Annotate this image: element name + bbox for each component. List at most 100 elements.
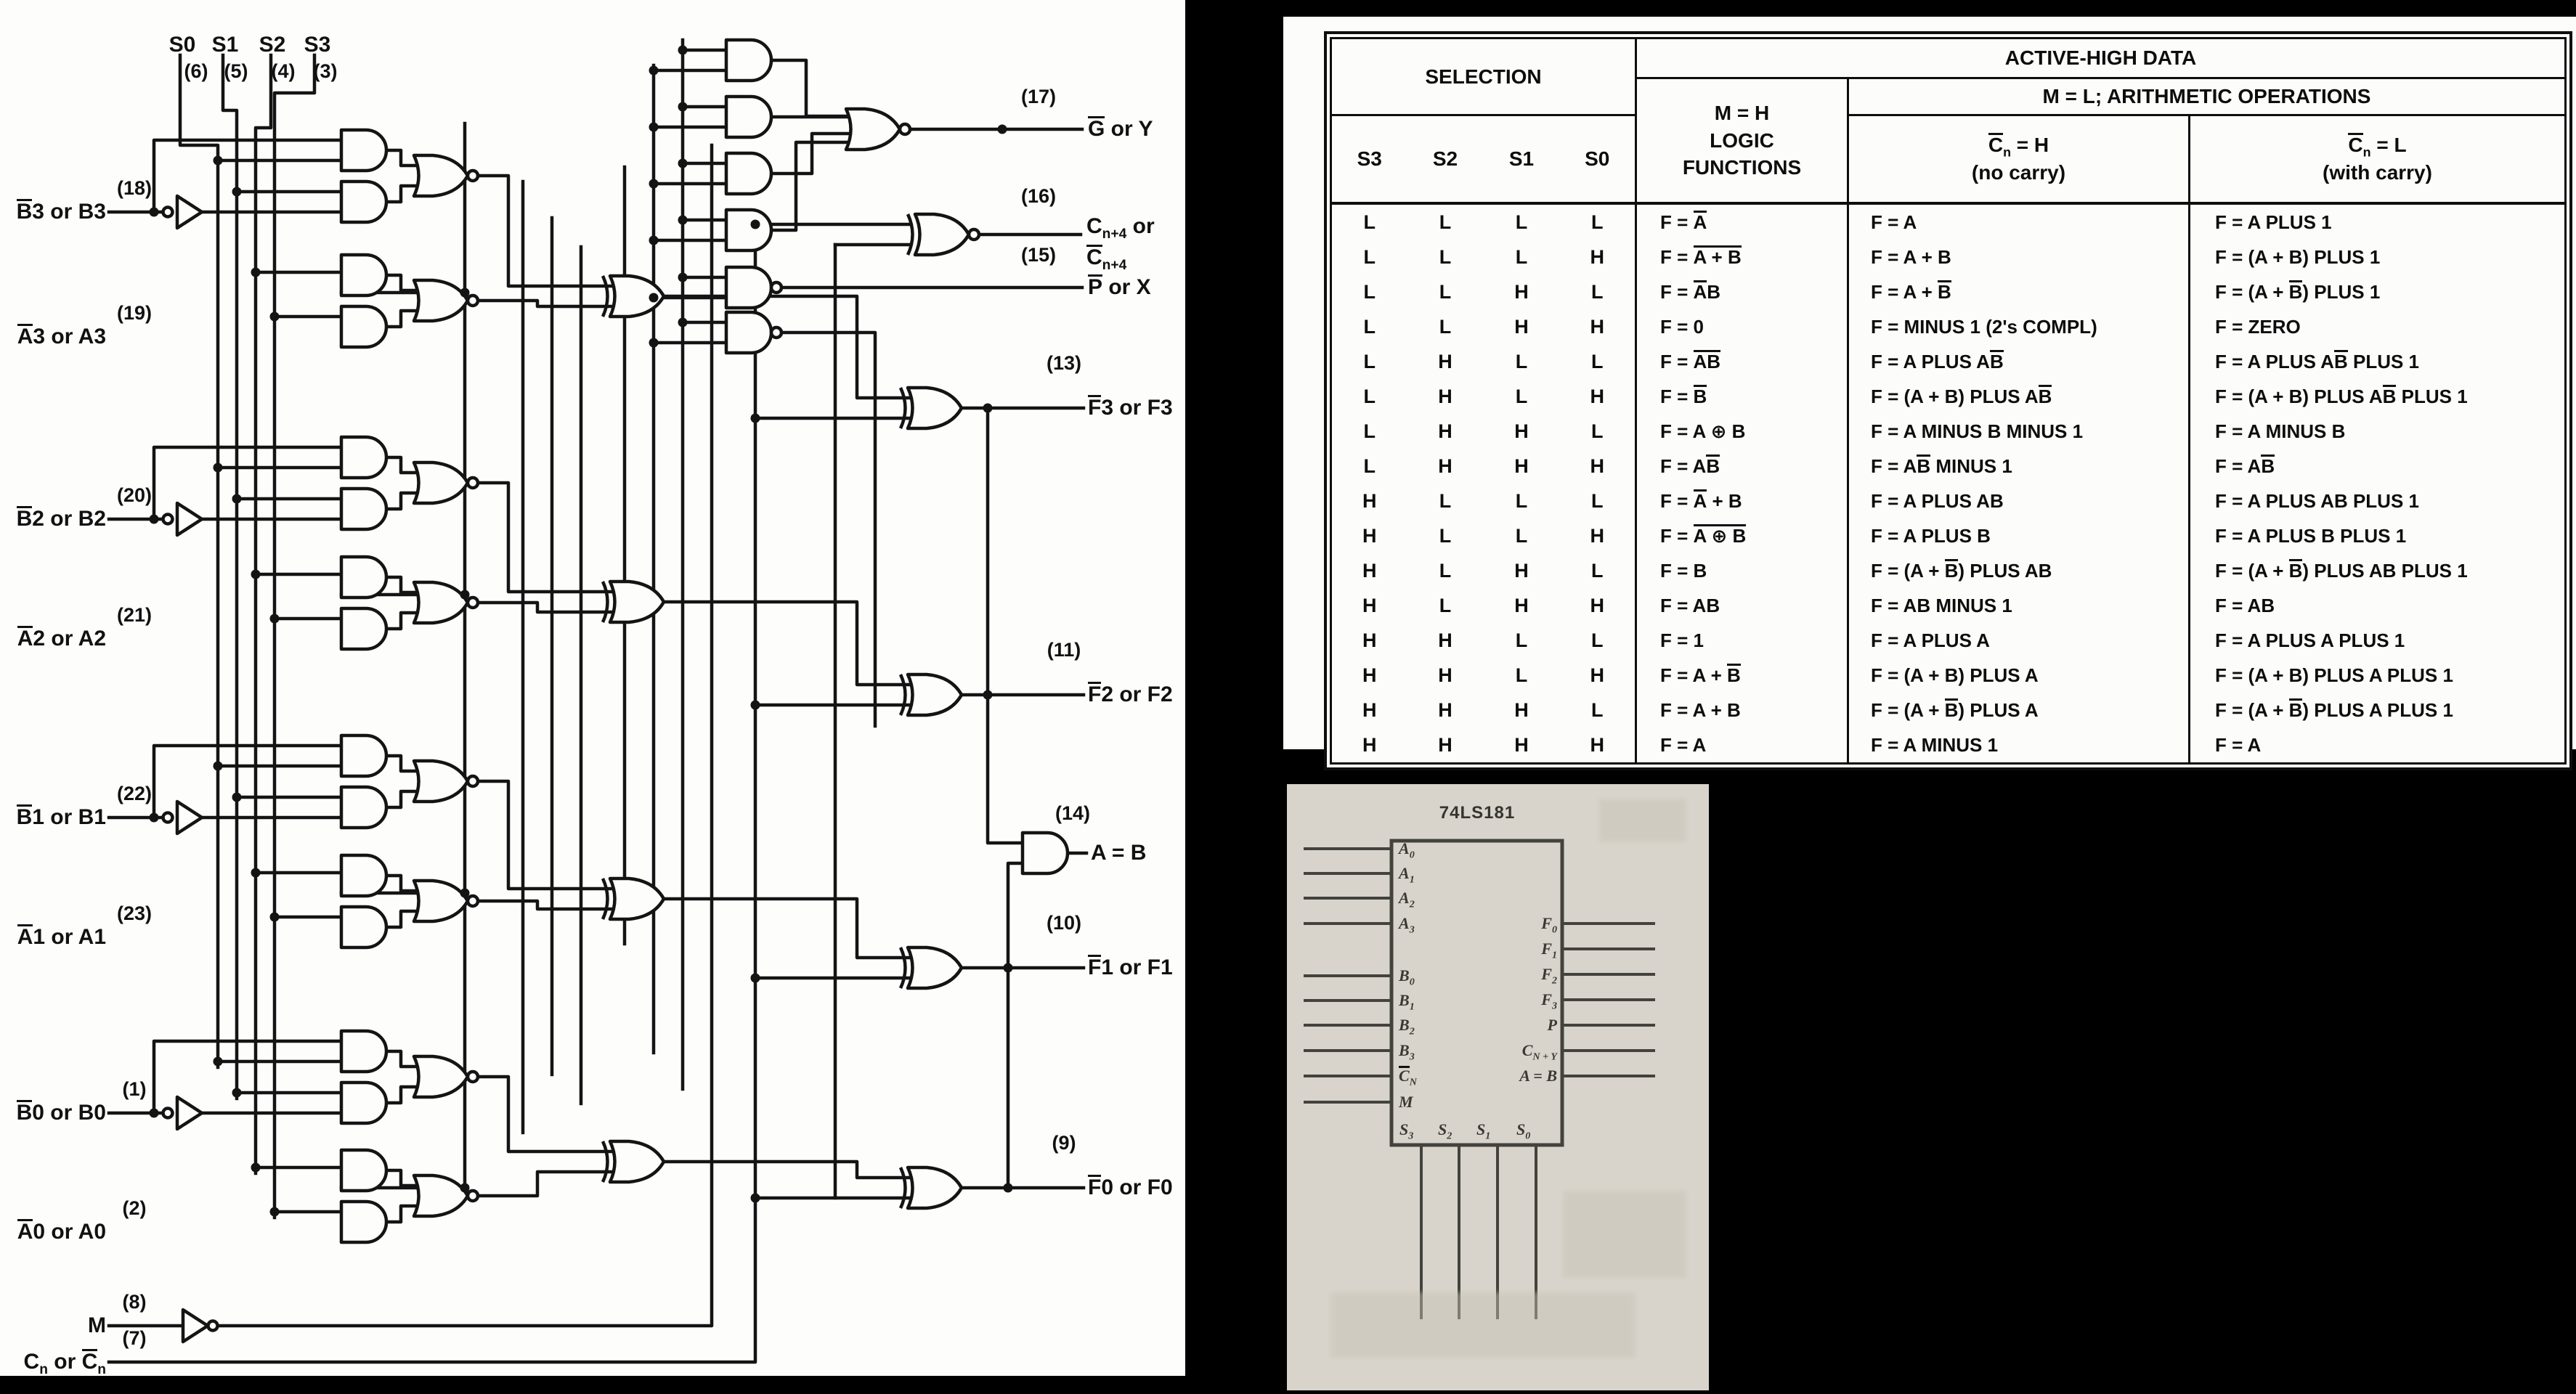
select-level-cell: L [1439,245,1452,268]
and-gate [341,255,386,295]
and-gate [341,489,386,529]
select-level-cell: L [1515,629,1528,651]
input-label-a1: A1 or A1 [17,924,106,949]
select-level-cell: L [1591,420,1604,442]
with-carry-cell: F = (A + B) PLUS AB PLUS 1 [2188,379,2566,414]
pin-number: (7) [122,1327,147,1349]
header-s1: S1 [1483,115,1560,205]
select-level-cell: H [1514,315,1529,338]
select-label-s1: S1 [211,33,239,57]
select-level-cell: H [1514,420,1529,442]
and-gate-carry [726,153,771,194]
no-carry-cell: F = (A + B) PLUS AB [1847,379,2190,414]
logic-function-cell: F = B [1635,553,1848,588]
and-gate-aeb [1023,833,1068,873]
chip-pin-a3: A3 [1399,914,1415,936]
and-gate [341,1150,386,1191]
select-level-cell: H [1514,594,1529,616]
and-gate [341,735,386,776]
output-label-g: G or Y [1088,116,1153,141]
select-level-cell: L [1591,698,1604,721]
chip-pin-f1: F1 [1541,939,1557,961]
select-level-cell: L [1515,211,1528,233]
and-gate [341,1202,386,1242]
pin-number: (1) [122,1078,147,1100]
select-level-cell: L [1591,350,1604,372]
pin-number: (23) [116,902,152,924]
nand-gate [726,312,781,353]
chip-pin-aeb: A = B [1519,1067,1557,1085]
header-arithmetic: M = L; ARITHMETIC OPERATIONS [1847,78,2566,116]
output-label-cn4a: Cn+4 or [1086,214,1155,242]
pin-number: (3) [313,60,338,82]
header-active-high: ACTIVE-HIGH DATA [1635,38,2566,79]
no-carry-cell: F = A PLUS B [1847,518,2190,553]
logic-function-cell: F = A [1635,727,1848,764]
pin-number: (22) [116,783,152,804]
no-carry-cell: F = A PLUS A [1847,623,2190,658]
select-level-cell: L [1439,489,1452,512]
chip-pin-f0: F0 [1541,914,1557,936]
select-level-cell: H [1362,489,1377,512]
nor-gate [414,1056,478,1097]
no-carry-cell: F = A PLUS AB [1847,484,2190,518]
and-gate [341,608,386,649]
and-gate [341,557,386,598]
chip-pin-a2: A2 [1399,889,1415,910]
select-level-cell: L [1439,280,1452,303]
select-level-cell: H [1514,698,1529,721]
select-level-cell: L [1515,524,1528,547]
output-label-f1: F1 or F1 [1088,955,1173,979]
chip-pin-b3: B3 [1399,1041,1415,1063]
header-s2: S2 [1407,115,1484,205]
select-level-cell: H [1590,315,1605,338]
and-gate [341,130,386,171]
logic-function-cell: F = A + B [1635,658,1848,693]
with-carry-cell: F = (A + B) PLUS A PLUS 1 [2188,658,2566,693]
xor-gate-f0 [901,1167,962,1208]
no-carry-cell: F = AB MINUS 1 [1847,588,2190,623]
select-label-s2: S2 [259,33,286,57]
inverter-b2 [163,503,203,535]
chip-pin-m: M [1399,1093,1413,1111]
select-level-cell: L [1439,211,1452,233]
select-level-cell: L [1591,280,1604,303]
chip-pin-s3: S3 [1399,1120,1414,1142]
no-carry-cell: F = (A + B) PLUS AB [1847,553,2190,588]
pin-number: (16) [1020,185,1056,207]
select-level-cell: H [1438,455,1452,477]
nor-gate [414,881,478,921]
pin-number: (6) [184,60,208,82]
output-label-f3: F3 or F3 [1088,395,1173,420]
chip-pin-cny: CN + Y [1521,1041,1557,1063]
logic-function-cell: F = AB [1635,274,1848,309]
inverter-b1 [163,802,203,833]
select-level-cell: H [1438,664,1452,686]
select-level-cell: H [1438,420,1452,442]
no-carry-cell: F = AB MINUS 1 [1847,449,2190,484]
nand-gate-p [726,267,781,308]
with-carry-cell: F = A [2188,727,2566,764]
output-label-aeb: A = B [1091,841,1147,865]
with-carry-cell: F = ZERO [2188,309,2566,344]
pin-number: (5) [224,60,248,82]
with-carry-cell: F = (A + B) PLUS 1 [2188,274,2566,309]
select-level-cell: L [1439,315,1452,338]
chip-pin-f3: F3 [1541,990,1557,1012]
select-level-cell: L [1363,455,1376,477]
with-carry-cell: F = A PLUS A PLUS 1 [2188,623,2566,658]
select-level-cell: L [1515,245,1528,268]
header-no-carry: Cn = H (no carry) [1847,115,2190,205]
chip-pin-cn: CN [1399,1066,1417,1088]
logic-function-cell: F = AB [1635,449,1848,484]
and-gate [341,1083,386,1123]
nor-gate [414,155,478,196]
pin-number: (21) [116,604,152,626]
